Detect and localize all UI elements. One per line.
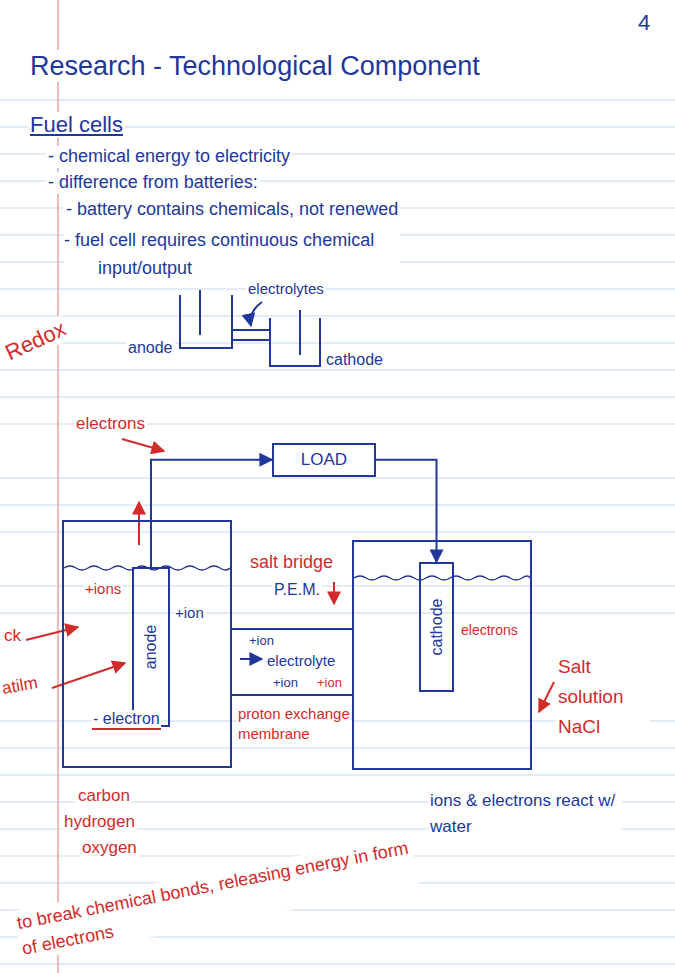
electron-flow-arrow [122,439,164,451]
page-title: Research - Technological Component [28,50,482,82]
electron-flow-arrow [138,502,140,545]
node-text: +ion [316,676,343,691]
node-text: +ions [84,580,122,597]
node-text: anode [142,624,160,671]
note-line: - fuel cell requires continuous chemical… [64,226,400,282]
part-label: P.E.M. [272,580,322,599]
ruled-line [0,100,675,101]
bridge-line [232,339,270,341]
note-line: to break chemical bonds, releasing energ… [13,834,419,962]
note-line: hydrogen [62,812,137,832]
node-text: cathode [427,598,445,657]
note-line: - difference from batteries: [46,172,260,194]
annotation-arrows [26,439,554,712]
ruled-line [0,478,675,479]
anode-beaker: anode +ions +ion - electron [62,520,232,768]
page-number: 4 [636,10,652,36]
load-box: LOAD [272,443,376,477]
wire-connector [376,460,437,562]
node-text: +ion [248,634,275,649]
cathode-vessel [270,318,320,366]
ruled-line [0,289,675,290]
water-surface [354,576,530,580]
node-text: +ion [272,676,299,691]
ruled-line [0,532,675,533]
salt-bridge-tube: +ion electrolyte +ion +ion [232,628,352,696]
note-line: carbon [76,786,132,806]
ruled-line [0,613,675,614]
small-cell-sketch [180,290,320,366]
ruled-line [0,370,675,371]
wire-connector [151,460,272,567]
node-text: LOAD [300,450,348,470]
margin-note: atilm [0,673,41,700]
node-text: electrolyte [266,652,336,669]
ion-flow-arrow [240,658,262,660]
pem-arrow [333,582,335,604]
node-text: electrons [460,622,519,638]
electrode [199,290,201,335]
ruled-line [0,505,675,506]
part-label: anode [126,338,175,357]
anode-electrode: anode [132,567,170,727]
part-label: Salt solution NaCl [556,652,650,742]
margin-note: ck [2,626,23,646]
ruled-lines [0,100,675,964]
part-label: electrolytes [246,280,326,298]
ruled-line [0,748,675,749]
node-text: - electron [92,710,161,730]
node-text: +ion [174,604,205,621]
leader-arrow [539,682,554,712]
anode-vessel [180,295,232,348]
cathode-electrode: cathode [419,562,454,692]
electrode [299,310,301,355]
part-label: salt bridge [248,552,335,574]
ruled-line [0,316,675,317]
margin-note: Redox [0,315,72,367]
ruled-line [0,775,675,776]
part-label: cathode [324,350,385,369]
section-heading: Fuel cells [28,112,125,138]
part-label: proton exchange membrane [236,704,354,744]
flow-label: electrons [74,414,147,434]
ruled-line [0,397,675,398]
cathode-beaker: cathode electrons [352,540,532,770]
leader-arrow [26,627,78,640]
note-line: - battery contains chemicals, not renewe… [64,199,400,221]
ruled-line [0,964,675,965]
ruled-line [0,343,675,344]
note-line: - chemical energy to electricity [46,146,292,168]
note-line: oxygen [80,838,139,858]
bridge-line [232,329,270,331]
leader-arrow [250,302,262,326]
note-line: ions & electrons react w/ water [428,788,622,840]
